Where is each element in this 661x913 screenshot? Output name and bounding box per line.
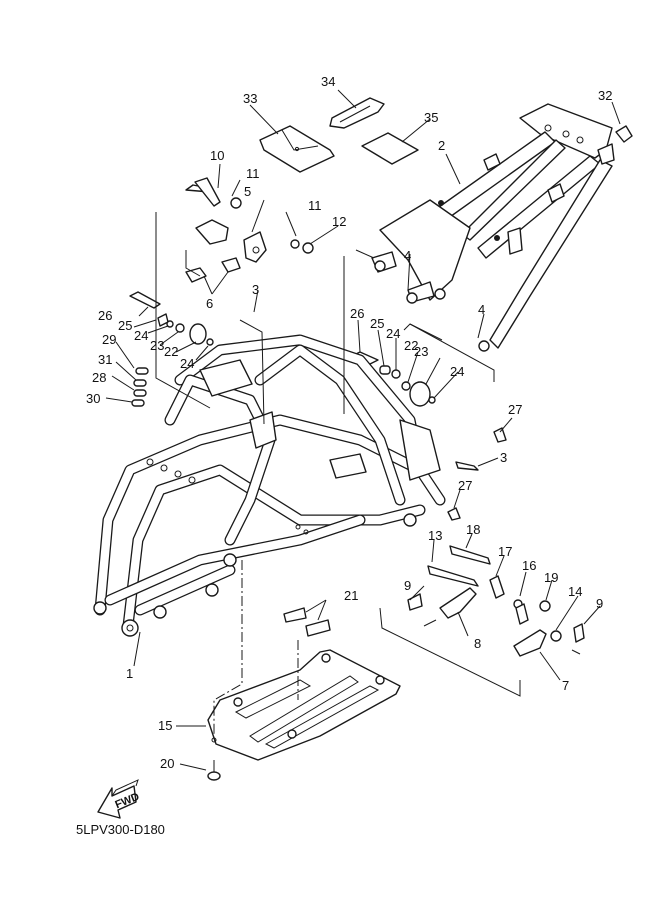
callout-12[interactable]: 12 [332, 214, 346, 229]
rear-frame [371, 103, 615, 352]
callout-10[interactable]: 10 [210, 148, 224, 163]
callout-26[interactable]: 26 [98, 308, 112, 323]
callout-30[interactable]: 30 [86, 391, 100, 406]
callout-26[interactable]: 26 [350, 306, 364, 321]
callout-18[interactable]: 18 [466, 522, 480, 537]
callout-1[interactable]: 1 [126, 666, 133, 681]
callout-15[interactable]: 15 [158, 718, 172, 733]
callout-4[interactable]: 4 [404, 248, 411, 263]
callouts: 1 2 3 3 4 4 5 6 7 8 9 9 10 11 11 12 13 1… [86, 74, 612, 771]
callout-29[interactable]: 29 [102, 332, 116, 347]
callout-16[interactable]: 16 [522, 558, 536, 573]
plate [361, 132, 419, 165]
upper-brackets [185, 177, 314, 283]
callout-4[interactable]: 4 [478, 302, 485, 317]
callout-27[interactable]: 27 [508, 402, 522, 417]
callout-24[interactable]: 24 [450, 364, 464, 379]
assembly-lines [155, 212, 581, 740]
lower-right-brackets [407, 545, 585, 657]
callout-9[interactable]: 9 [404, 578, 411, 593]
tool-bag [259, 125, 335, 173]
callout-23[interactable]: 23 [414, 344, 428, 359]
callout-22[interactable]: 22 [404, 338, 418, 353]
callout-17[interactable]: 17 [498, 544, 512, 559]
skid-bolt [207, 760, 221, 781]
diagram-code: 5LPV300-D180 [76, 822, 165, 837]
callout-8[interactable]: 8 [474, 636, 481, 651]
callout-24[interactable]: 24 [180, 356, 194, 371]
callout-24[interactable]: 24 [386, 326, 400, 341]
callout-3[interactable]: 3 [252, 282, 259, 297]
callout-34[interactable]: 34 [321, 74, 335, 89]
callout-13[interactable]: 13 [428, 528, 442, 543]
callout-24[interactable]: 24 [134, 328, 148, 343]
callout-21[interactable]: 21 [344, 588, 358, 603]
main-frame [93, 334, 446, 637]
leader-lines [105, 89, 621, 771]
fwd-arrow-icon: FWD [97, 779, 141, 819]
callout-2[interactable]: 2 [438, 138, 445, 153]
callout-6[interactable]: 6 [206, 296, 213, 311]
cap-part [615, 125, 633, 143]
callout-9[interactable]: 9 [596, 596, 603, 611]
holder [329, 97, 385, 129]
callout-28[interactable]: 28 [92, 370, 106, 385]
callout-27[interactable]: 27 [458, 478, 472, 493]
callout-25[interactable]: 25 [118, 318, 132, 333]
pad-part [283, 607, 307, 623]
left-damper-stack [129, 291, 214, 407]
callout-5[interactable]: 5 [244, 184, 251, 199]
callout-7[interactable]: 7 [562, 678, 569, 693]
callout-35[interactable]: 35 [424, 110, 438, 125]
callout-14[interactable]: 14 [568, 584, 582, 599]
callout-20[interactable]: 20 [160, 756, 174, 771]
callout-23[interactable]: 23 [150, 338, 164, 353]
callout-3[interactable]: 3 [500, 450, 507, 465]
callout-11[interactable]: 11 [308, 198, 322, 213]
skid-plate [207, 649, 401, 761]
callout-19[interactable]: 19 [544, 570, 558, 585]
callout-32[interactable]: 32 [598, 88, 612, 103]
callout-33[interactable]: 33 [243, 91, 257, 106]
callout-25[interactable]: 25 [370, 316, 384, 331]
pad-part [305, 619, 331, 637]
callout-31[interactable]: 31 [98, 352, 112, 367]
callout-11[interactable]: 11 [246, 166, 260, 181]
callout-22[interactable]: 22 [164, 344, 178, 359]
